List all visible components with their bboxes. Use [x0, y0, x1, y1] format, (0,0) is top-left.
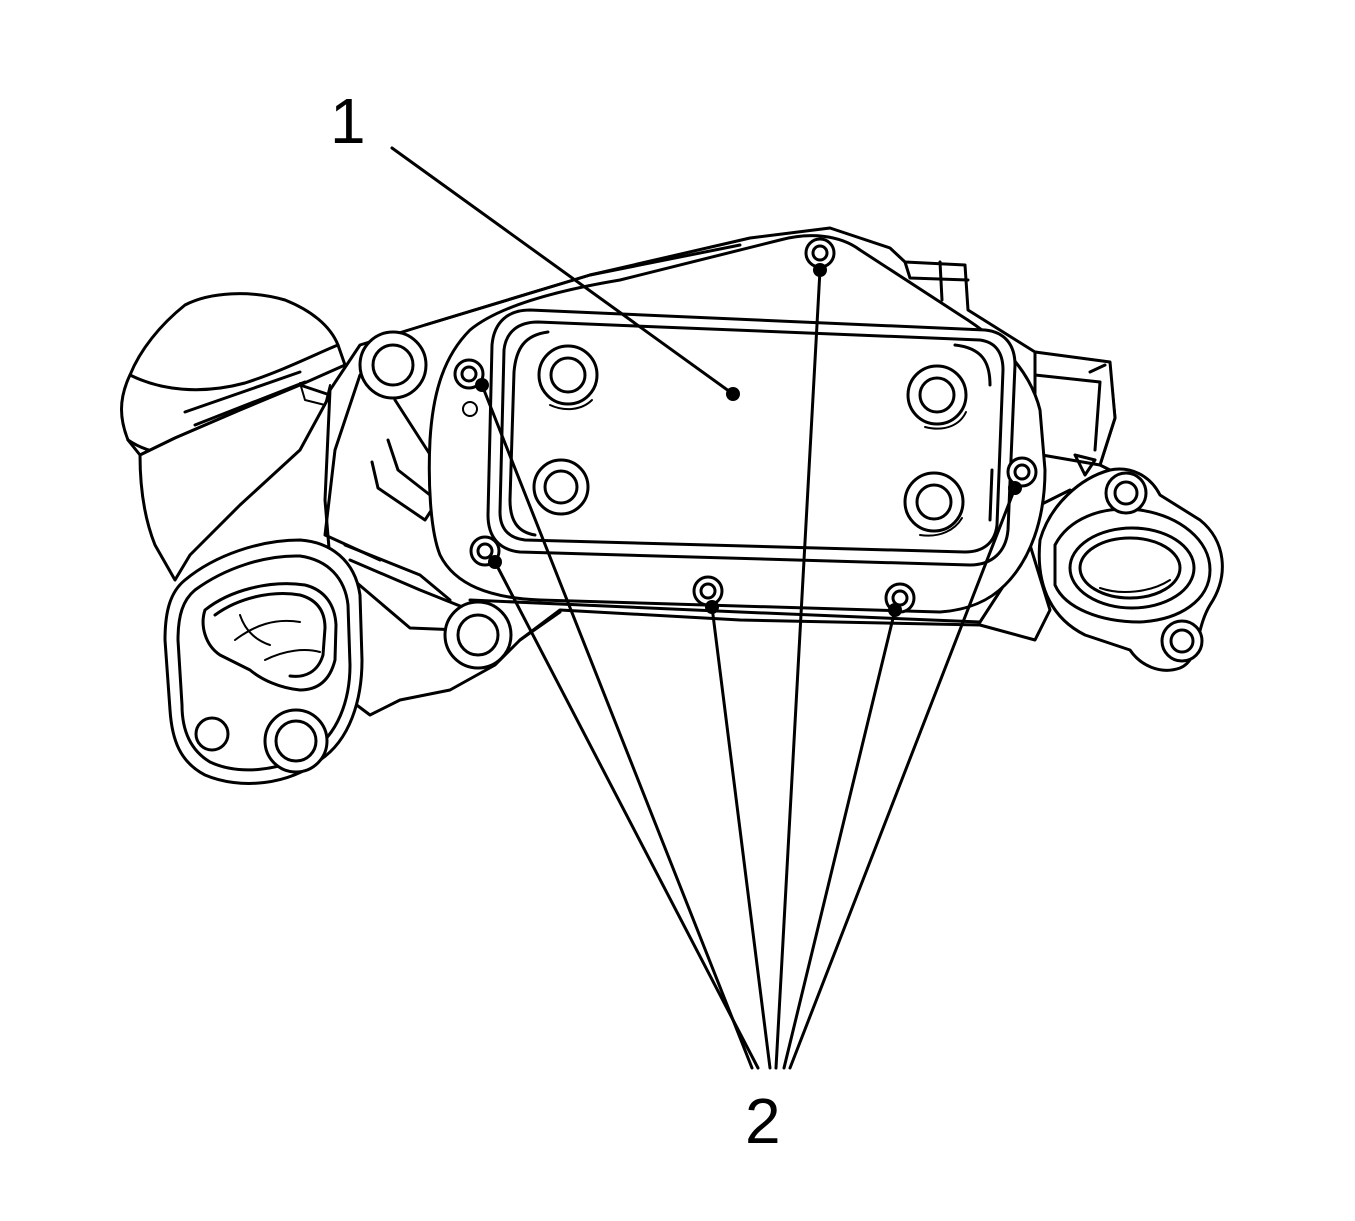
filter-cap — [120, 292, 347, 582]
callout-label-2: 2 — [745, 1085, 781, 1157]
leader-line-1 — [390, 146, 735, 396]
right-flange — [1037, 453, 1224, 672]
leader-lines — [390, 146, 1022, 1070]
leader-line-2a — [480, 383, 754, 1070]
leader-dot-2d — [813, 263, 827, 277]
callout-label-1: 1 — [330, 85, 366, 157]
oil-cooler — [427, 234, 1047, 614]
leader-line-2d — [774, 268, 822, 1070]
leader-dot-2a — [475, 378, 489, 392]
leader-line-2b — [493, 560, 760, 1070]
mounting-bosses — [358, 330, 513, 670]
bolt-bottom-center — [692, 575, 724, 607]
leader-dot-1 — [726, 387, 740, 401]
leader-line-2c — [710, 605, 772, 1070]
leader-dot-2b — [488, 555, 502, 569]
left-flange — [163, 538, 364, 785]
bolt-top-center — [804, 237, 836, 269]
leader-line-2e — [782, 608, 897, 1070]
bolt-left-upper — [453, 358, 485, 390]
bolt-right — [1006, 456, 1038, 488]
leader-line-2f — [788, 486, 1017, 1070]
leader-dot-2c — [705, 600, 719, 614]
leader-dot-2e — [888, 603, 902, 617]
leader-dot-2f — [1008, 481, 1022, 495]
cooler-bolts — [453, 237, 1038, 614]
cooler-core — [486, 308, 1017, 567]
